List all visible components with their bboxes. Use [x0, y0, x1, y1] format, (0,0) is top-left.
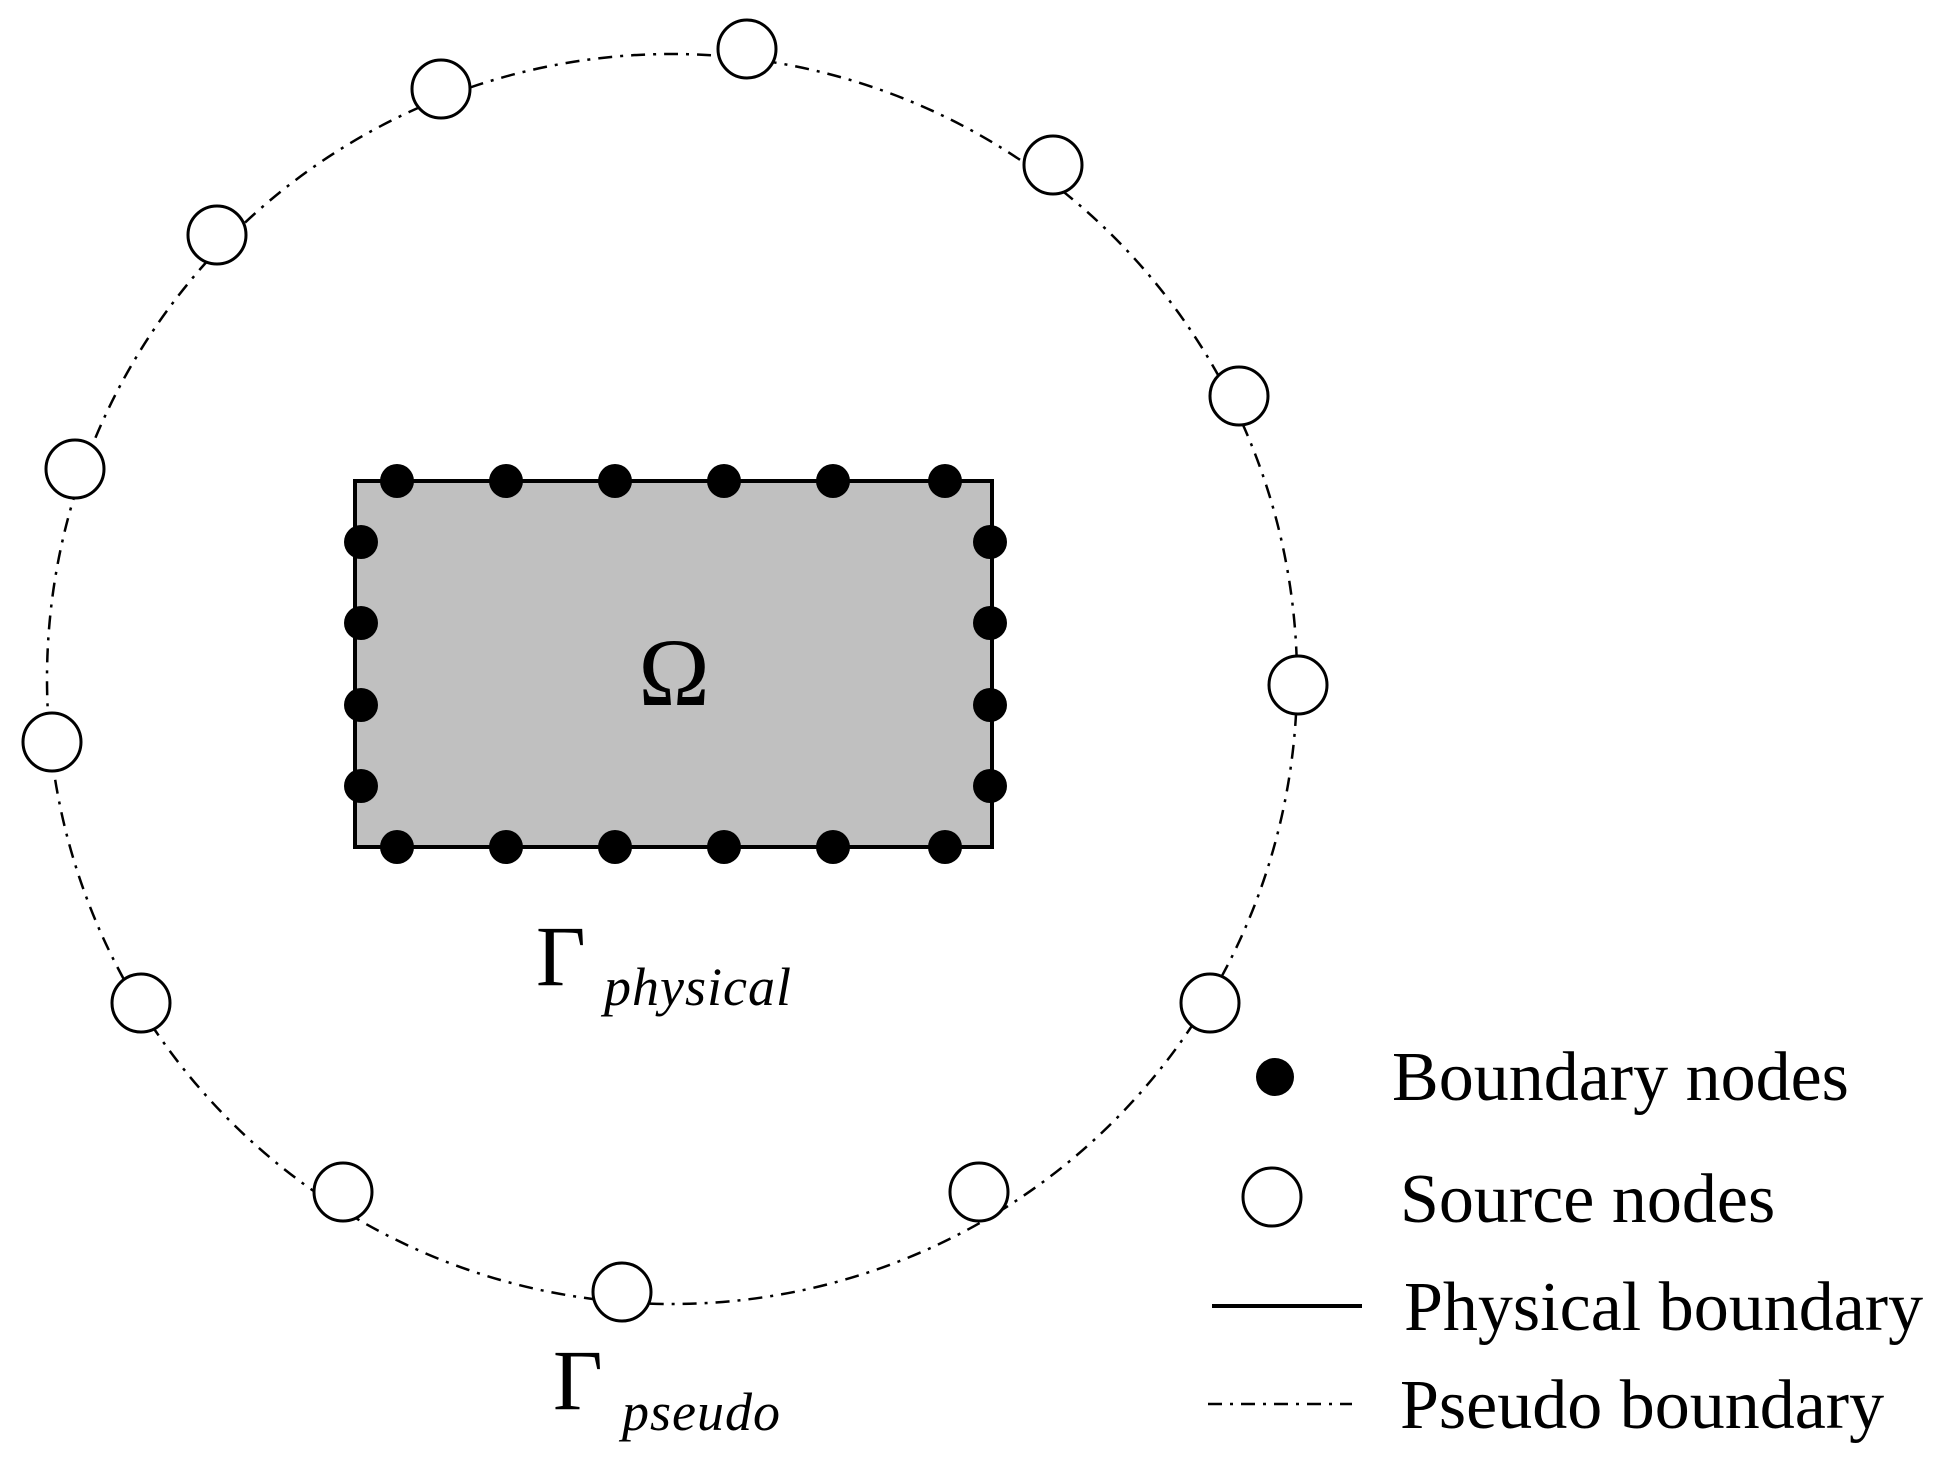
legend-item-source-nodes: Source nodes	[1241, 1161, 1775, 1238]
boundary-node	[707, 464, 741, 498]
boundary-node	[707, 830, 741, 864]
legend-pseudo-boundary-label: Pseudo boundary	[1400, 1367, 1884, 1444]
source-node	[44, 438, 106, 500]
source-node	[1267, 654, 1329, 716]
boundary-nodes	[344, 464, 1007, 864]
legend-boundary-node-icon	[1256, 1058, 1294, 1096]
boundary-node	[816, 464, 850, 498]
boundary-node	[344, 606, 378, 640]
pseudo-boundary-subscript: pseudo	[618, 1382, 781, 1442]
source-node	[1179, 972, 1241, 1034]
legend-item-pseudo-boundary: Pseudo boundary	[1208, 1367, 1884, 1444]
source-node	[21, 711, 83, 773]
pseudo-boundary-symbol: Γ	[553, 1332, 603, 1428]
legend-item-boundary-nodes: Boundary nodes	[1256, 1039, 1849, 1116]
source-node	[1022, 134, 1084, 196]
legend-physical-boundary-label: Physical boundary	[1404, 1269, 1923, 1346]
legend-source-nodes-label: Source nodes	[1400, 1161, 1775, 1238]
boundary-node	[380, 464, 414, 498]
source-node	[1208, 365, 1270, 427]
boundary-node	[344, 688, 378, 722]
boundary-node	[489, 830, 523, 864]
boundary-node	[928, 464, 962, 498]
source-node	[110, 972, 172, 1034]
source-node	[948, 1161, 1010, 1223]
legend: Boundary nodes Source nodes Physical bou…	[1208, 1039, 1923, 1444]
legend-item-physical-boundary: Physical boundary	[1212, 1269, 1923, 1346]
boundary-node	[598, 830, 632, 864]
legend-boundary-nodes-label: Boundary nodes	[1392, 1039, 1849, 1116]
source-node	[410, 58, 472, 120]
boundary-node	[973, 769, 1007, 803]
boundary-node	[344, 525, 378, 559]
source-node	[716, 18, 778, 80]
physical-boundary-subscript: physical	[600, 957, 792, 1017]
boundary-node	[380, 830, 414, 864]
physical-domain	[353, 479, 994, 849]
legend-source-node-icon	[1241, 1166, 1303, 1228]
source-nodes	[21, 18, 1329, 1323]
source-node	[186, 204, 248, 266]
boundary-node	[816, 830, 850, 864]
boundary-node	[973, 688, 1007, 722]
boundary-node	[489, 464, 523, 498]
boundary-node	[598, 464, 632, 498]
boundary-node	[973, 525, 1007, 559]
boundary-node	[973, 606, 1007, 640]
physical-boundary-symbol: Γ	[536, 908, 586, 1004]
source-node	[591, 1261, 653, 1323]
boundary-node	[344, 769, 378, 803]
boundary-node	[928, 830, 962, 864]
domain-omega-label: Ω	[638, 619, 709, 726]
source-node	[312, 1161, 374, 1223]
